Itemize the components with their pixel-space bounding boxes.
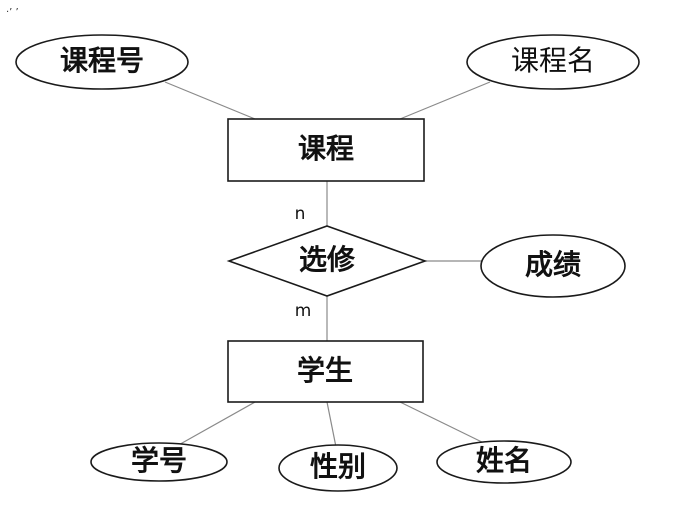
- attribute-student-no-ellipse: [90, 442, 228, 482]
- connector-gender: [326, 401, 337, 448]
- connector-course-name: [399, 81, 491, 120]
- connector-student-no: [174, 401, 256, 448]
- entity-course-label: 课程: [298, 132, 354, 165]
- attribute-student-no-label: 学号: [131, 444, 187, 477]
- attribute-course-name-ellipse: [466, 34, 640, 90]
- attribute-grade-label: 成绩: [525, 248, 581, 281]
- entity-student-label: 学生: [297, 354, 353, 387]
- connector-course-no: [164, 81, 256, 120]
- attribute-course-no-ellipse: [15, 34, 189, 90]
- entity-course-box: [227, 118, 425, 182]
- cardinality-course: n: [295, 204, 306, 224]
- attribute-student-name-label: 姓名: [476, 444, 532, 477]
- entity-student-box: [227, 340, 424, 403]
- corner-mark: ·’ ’: [6, 7, 19, 18]
- relationship-label: 选修: [299, 243, 356, 276]
- attribute-course-no-label: 课程号: [60, 44, 144, 77]
- attribute-gender-ellipse: [278, 444, 398, 492]
- attribute-student-name-ellipse: [436, 440, 572, 484]
- relationship-diamond: [226, 225, 428, 297]
- cardinality-student: m: [295, 301, 312, 321]
- attribute-gender-label: 性别: [310, 450, 366, 483]
- attribute-grade-ellipse: [480, 234, 626, 298]
- connector-student-name: [399, 401, 489, 446]
- attribute-course-name-label: 课程名: [511, 44, 595, 77]
